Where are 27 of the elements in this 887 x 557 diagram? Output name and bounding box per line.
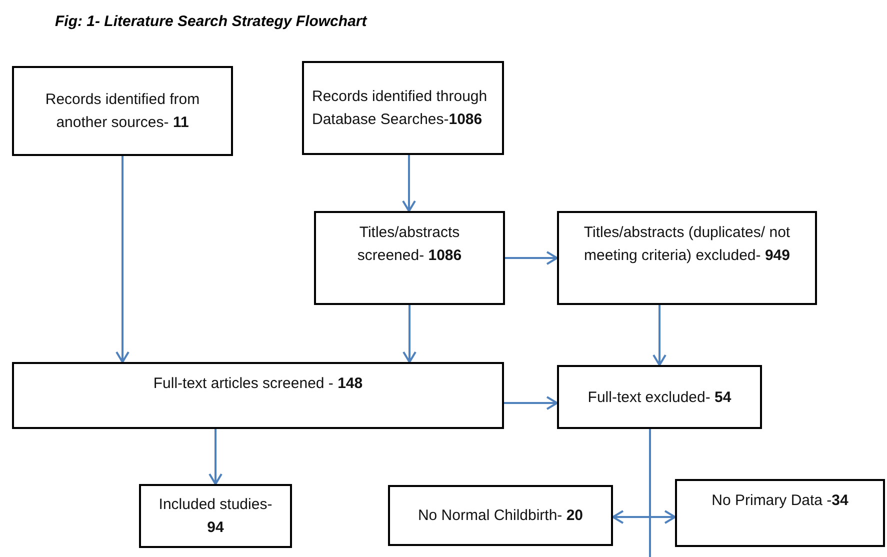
process-box [302,61,504,155]
box-text: Full-text articles screened - 148 [153,374,363,394]
process-box [139,484,292,548]
box-text: Records identified from another sources- 11 [44,90,201,133]
box-text: Titles/abstracts screened- 1086 [356,223,463,266]
process-box [314,211,505,305]
box-text: Included studies- 94 [158,495,274,538]
arrow [504,396,558,410]
arrow [208,429,222,485]
arrow [649,429,676,524]
arrow [652,305,666,366]
process-box [388,485,613,546]
box-text: Titles/abstracts (duplicates/ not meeting criteria) excluded- 949 [582,223,792,266]
process-box [12,362,504,429]
process-box [557,365,762,429]
process-box [557,211,817,305]
arrow [505,251,558,265]
arrow [402,305,416,363]
box-text: Records identified through Database Searches-1086 [312,87,488,130]
arrow [116,156,130,363]
figure-title: Fig: 1- Literature Search Strategy Flowchart [55,13,367,30]
process-box [675,479,885,547]
box-text: No Normal Childbirth- 20 [418,506,584,526]
arrow [402,155,416,212]
process-box [12,66,233,156]
box-text: Full-text excluded- 54 [588,388,732,408]
box-text: No Primary Data -34 [712,491,848,511]
